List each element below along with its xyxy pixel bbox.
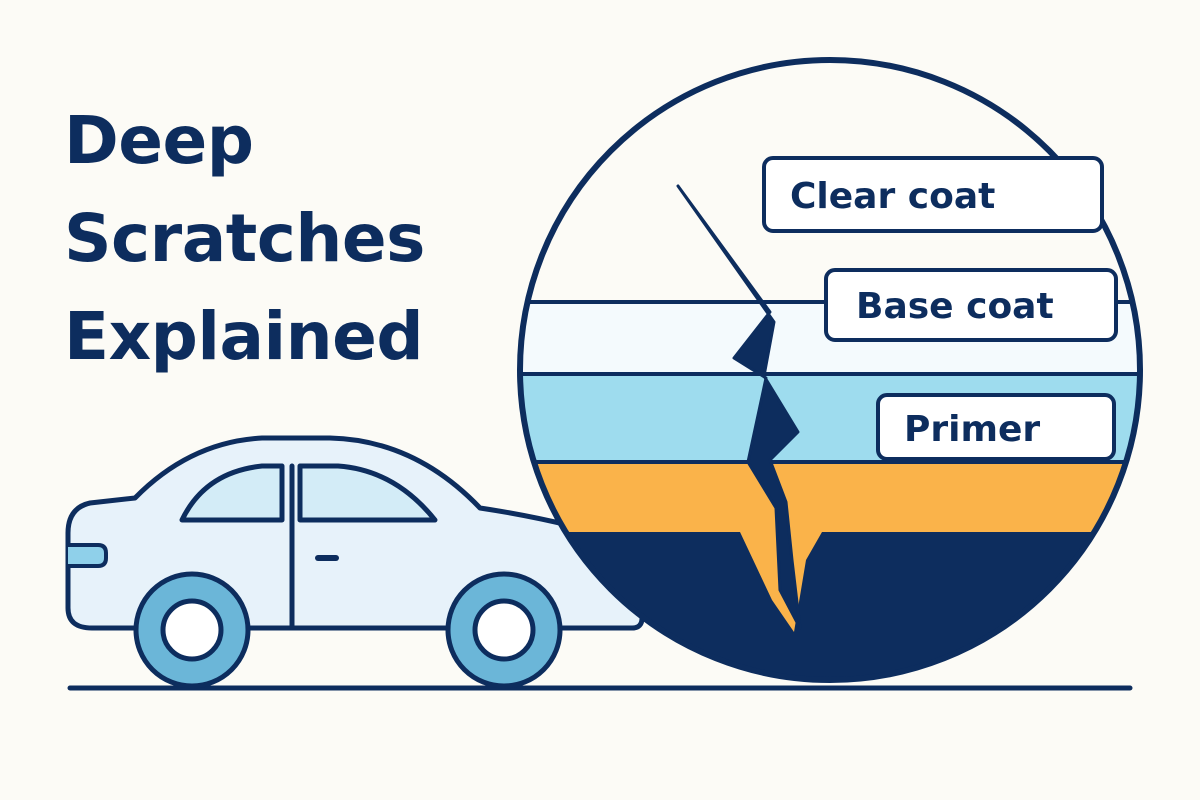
car-tail-light bbox=[66, 543, 108, 568]
car-icon bbox=[65, 435, 645, 689]
lens-outline bbox=[517, 57, 1143, 683]
label-base-coat-box bbox=[824, 268, 1118, 342]
title-line-1: Deep bbox=[64, 102, 254, 179]
primer-layer bbox=[520, 462, 1140, 532]
front-wheel bbox=[445, 571, 563, 689]
title-line-3: Explained bbox=[64, 298, 424, 375]
car-front-window bbox=[297, 463, 438, 523]
page-title: Deep Scratches Explained bbox=[64, 92, 425, 386]
scratch-icon bbox=[676, 184, 802, 630]
label-clear-coat-text: Clear coat bbox=[790, 176, 995, 217]
label-clear-coat-box bbox=[762, 156, 1104, 233]
label-clear-coat: Clear coat bbox=[762, 156, 1104, 233]
label-base-coat: Base coat bbox=[824, 268, 1118, 342]
label-base-coat-text: Base coat bbox=[856, 286, 1054, 327]
label-primer-text: Primer bbox=[904, 409, 1040, 450]
car-rear-window bbox=[179, 463, 285, 523]
rear-wheel bbox=[133, 571, 251, 689]
label-primer-box bbox=[876, 393, 1116, 461]
title-line-2: Scratches bbox=[64, 200, 425, 277]
label-primer: Primer bbox=[876, 393, 1116, 461]
